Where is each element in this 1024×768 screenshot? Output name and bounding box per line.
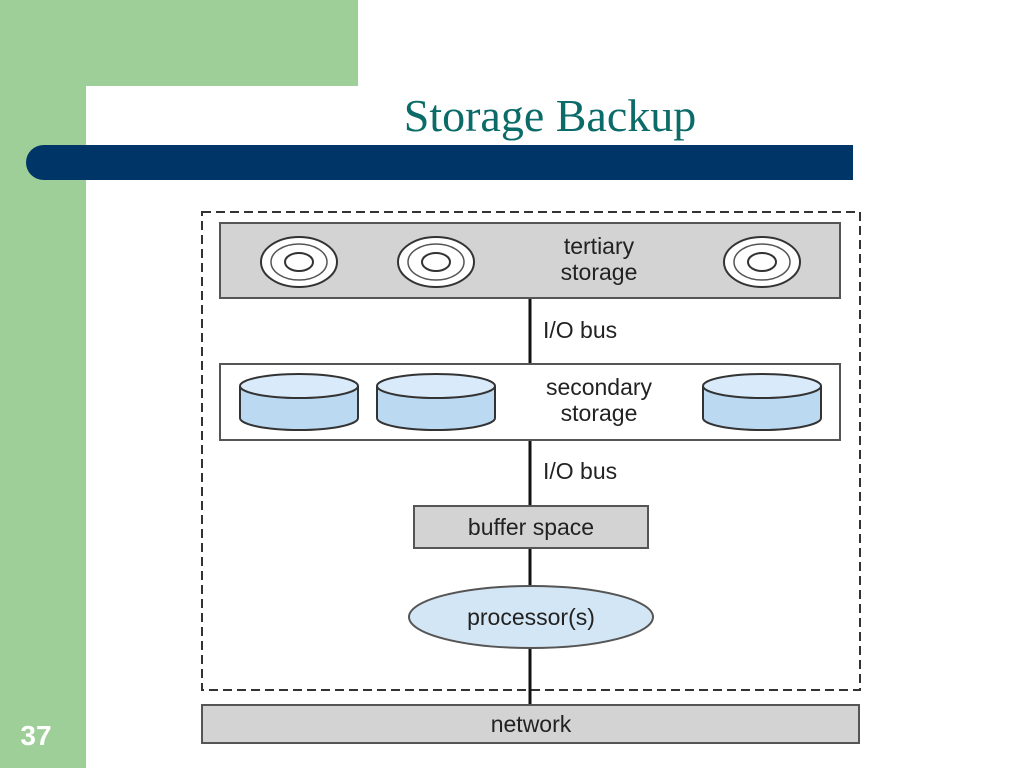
network-label: network [491, 711, 572, 737]
buffer-space-label: buffer space [468, 514, 594, 540]
slide-number: 37 [20, 720, 52, 751]
buffer-space-box: buffer space [413, 505, 649, 549]
processor-node: processor(s) [408, 585, 654, 649]
tertiary-label-line1: tertiary [564, 233, 635, 259]
optical-disc-icon [260, 236, 338, 288]
secondary-label-line1: secondary [546, 374, 653, 400]
disk-drive-icon [239, 373, 359, 431]
optical-disc-icon [397, 236, 475, 288]
tertiary-label-line2: storage [561, 259, 638, 285]
io-bus-label-lower: I/O bus [543, 458, 617, 484]
tertiary-storage-box: tertiary storage [219, 222, 841, 299]
optical-disc-icon [723, 236, 801, 288]
network-bar: network [201, 704, 860, 744]
slide-title: Storage Backup [403, 90, 697, 141]
green-panel-left [0, 0, 86, 768]
secondary-label-line2: storage [561, 400, 638, 426]
disk-drive-icon [702, 373, 822, 431]
processor-label: processor(s) [467, 604, 595, 630]
title-underline-bar [26, 145, 853, 180]
disk-drive-icon [376, 373, 496, 431]
io-bus-label-upper: I/O bus [543, 317, 617, 343]
system-boundary [201, 211, 861, 691]
secondary-storage-box: secondary storage [219, 363, 841, 441]
